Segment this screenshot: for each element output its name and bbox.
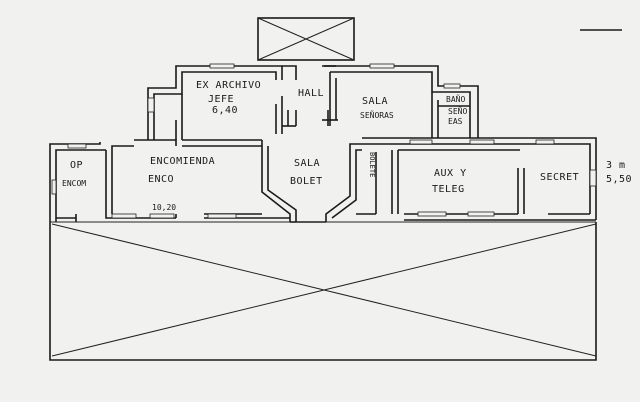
label-ex-archivo: EX ARCHIVO [196,80,261,91]
lower-crossed-area [49,221,597,361]
label-sala-bolet-2: BOLET [290,176,323,187]
label-jefe: JEFE [208,94,234,105]
label-op-encom: ENCOM [62,179,86,188]
skylight [257,17,355,61]
label-sala-senoras-2: SEÑORAS [360,110,394,120]
label-aux-teleg-2: TELEG [432,184,465,195]
label-sala-bolet: SALA [294,158,320,169]
label-hall: HALL [298,88,324,99]
label-secret: SECRET [540,172,579,183]
annotation-side-dim-2: 5,50 [606,174,632,185]
label-bano-2: SEÑO [448,106,467,116]
room-right-wing [356,137,597,221]
label-sala-senoras: SALA [362,96,388,107]
label-bano: BAÑO [446,94,465,104]
label-enco: ENCO [148,174,174,185]
label-enco-dim: 10,20 [152,203,176,212]
label-boleteria: BOLETE [368,152,376,177]
label-op: OP [70,160,83,171]
room-ex-archivo [147,63,283,140]
label-encomienda: ENCOMIENDA [150,156,215,167]
label-aux-teleg: AUX Y [434,168,467,179]
annotation-side-dim: 3 m [606,160,626,171]
label-jefe-dim: 6,40 [212,105,238,116]
room-sala-senoras [322,63,479,138]
label-bano-dim: EAS [448,117,463,126]
